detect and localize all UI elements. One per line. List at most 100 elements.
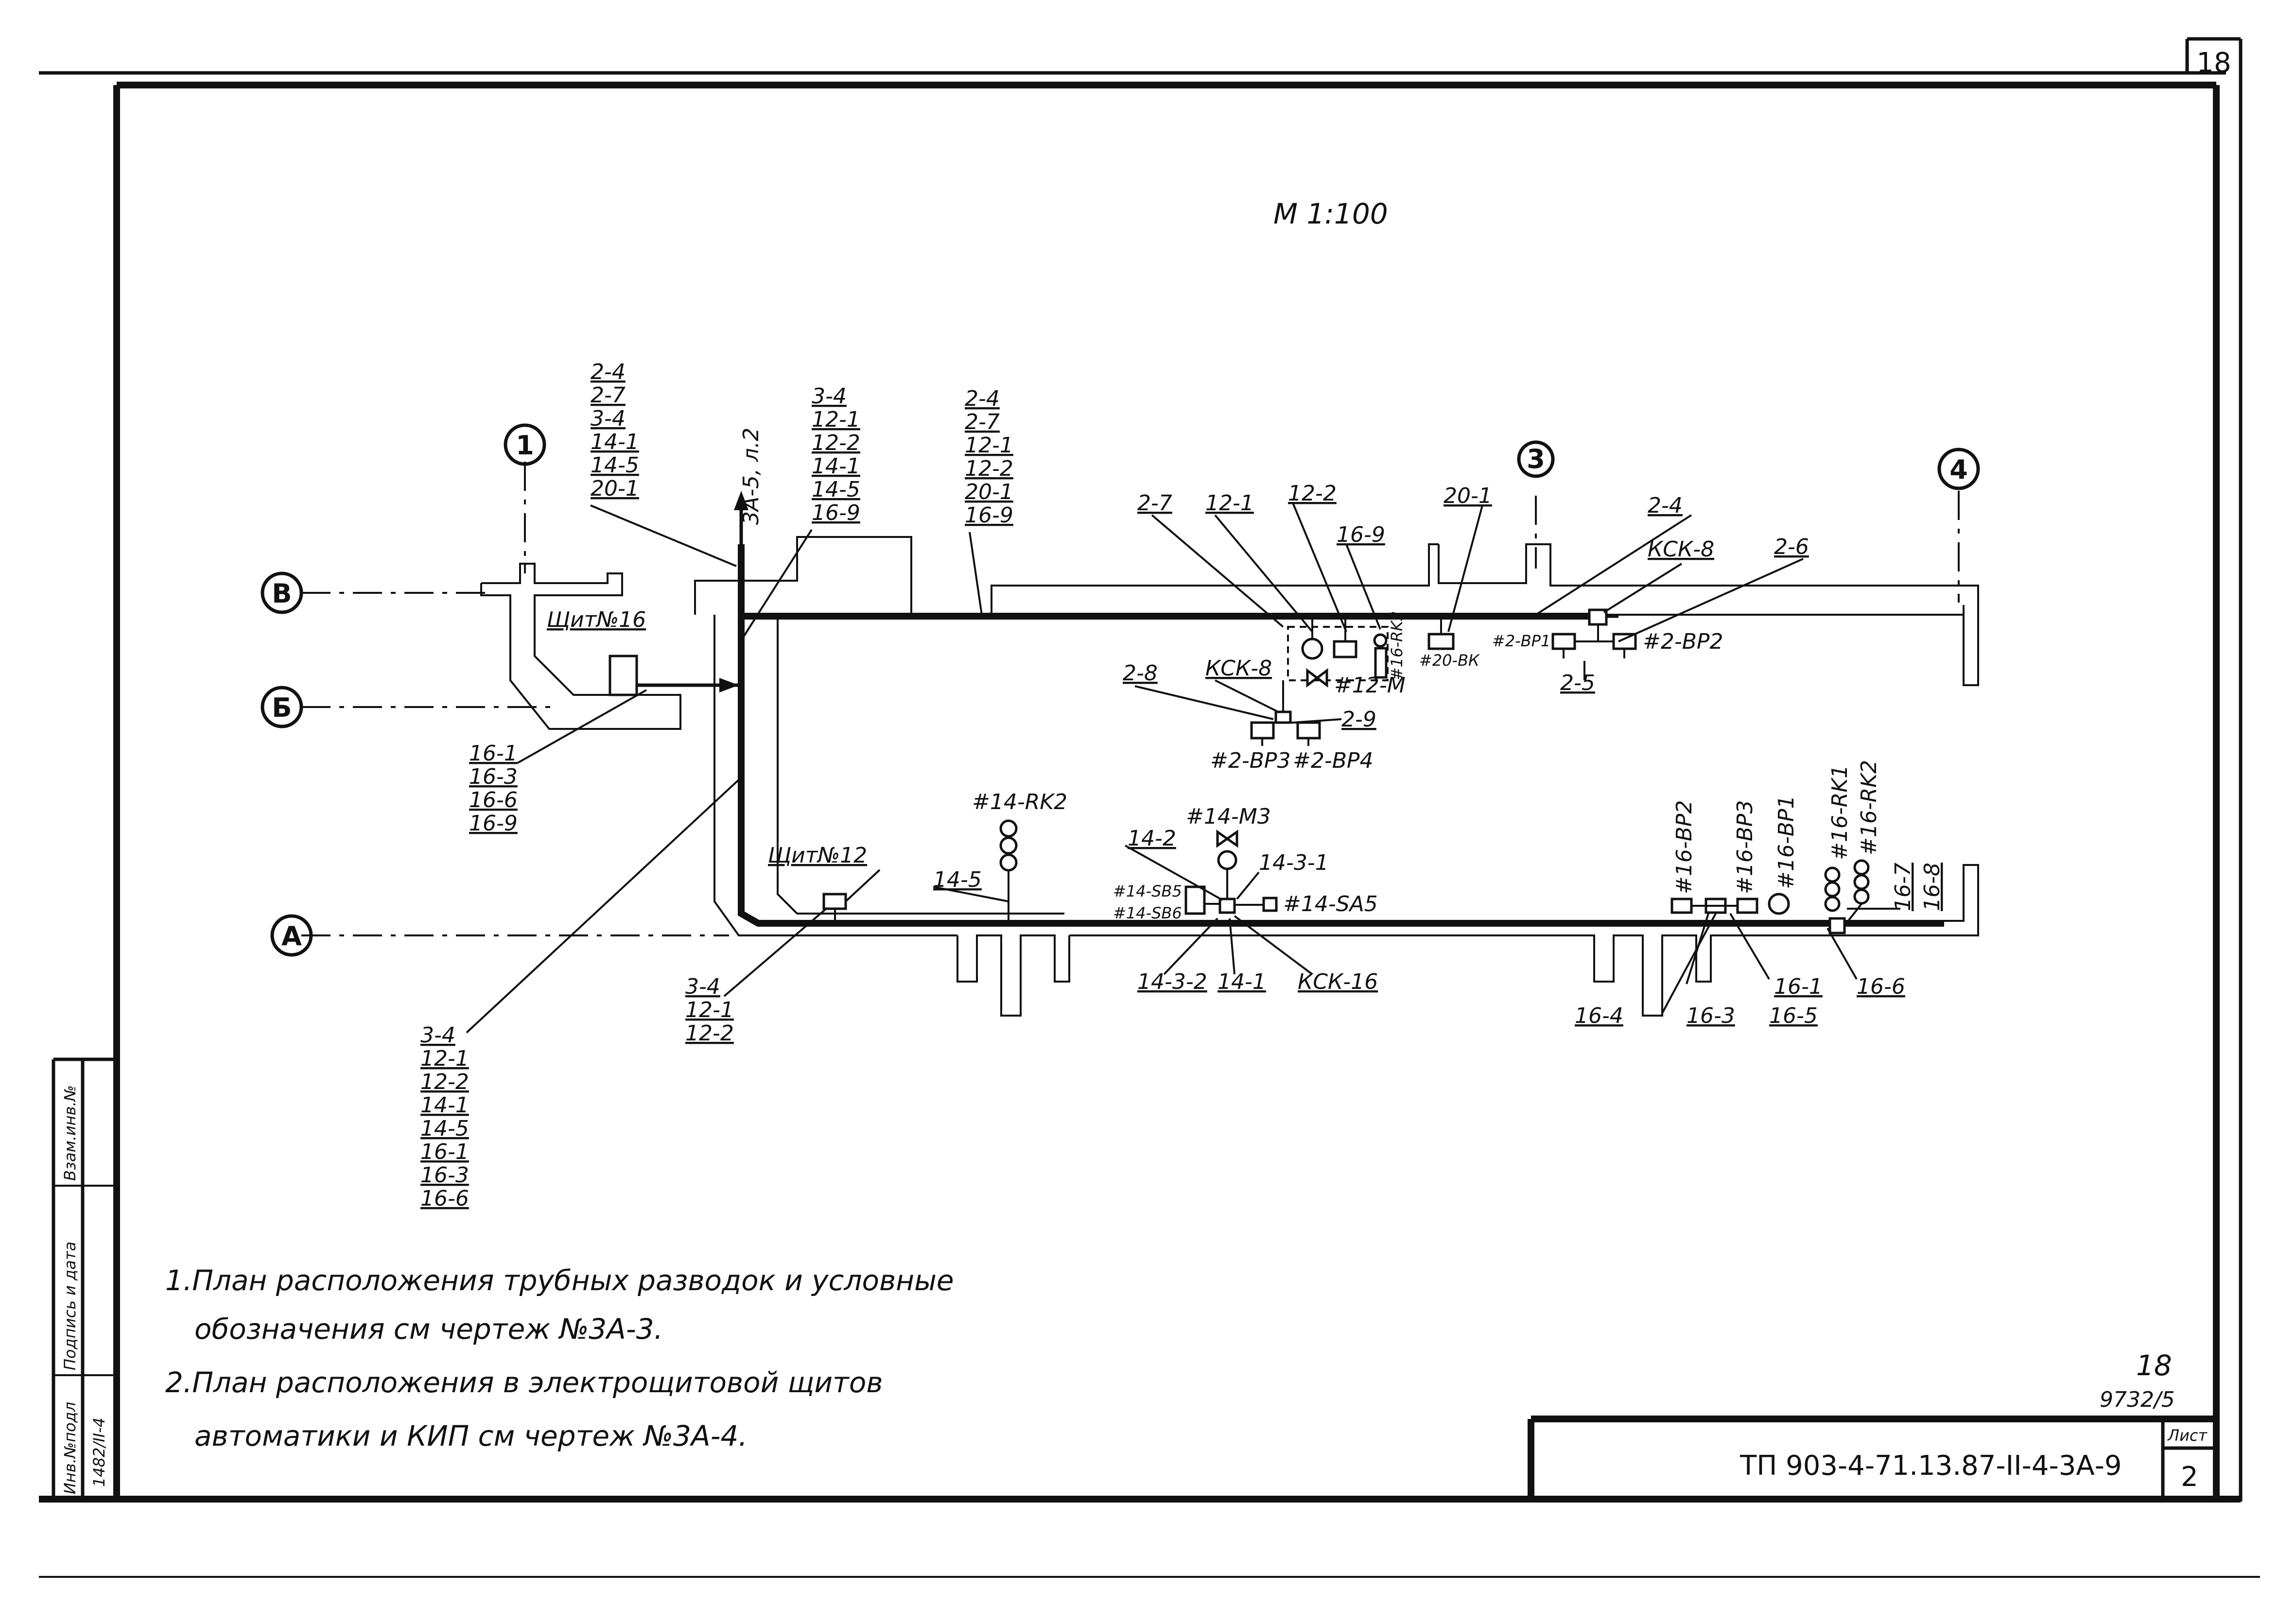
axis-v: В	[272, 578, 292, 609]
cluster-right-upper	[1535, 514, 1804, 680]
label-ksk-16: КСК-16	[1298, 969, 1378, 994]
bundle-b2-item: 12-1	[812, 407, 860, 432]
bundle-b2: 3-4 12-1 12-2 14-1 14-5 16-9	[743, 384, 860, 638]
axis-3: 3	[1527, 444, 1545, 474]
cluster-16	[1661, 859, 1900, 1014]
label-16bp2: #16-ВР2	[1672, 800, 1697, 894]
sheet-frame	[39, 37, 2260, 1578]
bundle-b3-item: 20-1	[965, 480, 1013, 504]
note-2-line-1: 2.План расположения в электрощитовой щит…	[165, 1366, 883, 1399]
bundle-b4-item: 16-6	[469, 788, 518, 812]
label-16-5: 16-5	[1769, 1003, 1818, 1028]
list-label: Лист	[2167, 1426, 2208, 1445]
bundle-b5-item: 12-2	[685, 1021, 734, 1046]
bundle-b4: 16-1 16-3 16-6 16-9	[469, 689, 647, 836]
label-16rk2: #16-RK2	[1857, 760, 1881, 855]
panel-12	[822, 893, 847, 921]
side-stamp	[52, 1057, 117, 1499]
label-ksk-8: КСК-8	[1205, 656, 1272, 681]
label-14-2: 14-2	[1128, 826, 1176, 851]
bundle-b6-item: 12-1	[420, 1046, 469, 1071]
bundle-b6-item: 16-1	[420, 1140, 469, 1164]
label-14-3-1: 14-3-1	[1259, 850, 1329, 875]
stamp-replace-label: Взам.инв.№	[61, 1085, 79, 1181]
label-2-6: 2-6	[1774, 535, 1809, 559]
label-16-4: 16-4	[1575, 1003, 1623, 1028]
bundle-b6-item: 14-1	[420, 1093, 469, 1118]
bundle-b4-item: 16-9	[469, 811, 518, 836]
label-2bp1: #2-ВР1	[1492, 632, 1550, 650]
label-2bp2: #2-ВР2	[1643, 629, 1723, 654]
list-number: 2	[2181, 1461, 2198, 1493]
label-16bp3: #16-ВР3	[1733, 800, 1757, 894]
bundle-b6-item: 14-5	[420, 1116, 469, 1141]
bundle-b5-item: 3-4	[685, 974, 720, 999]
label-2-5: 2-5	[1560, 671, 1595, 695]
axis-1: 1	[516, 430, 534, 461]
label-14sb5: #14-SB5	[1113, 882, 1182, 900]
bundle-b5: 3-4 12-1 12-2	[685, 869, 881, 1046]
bundle-b6-item: 16-6	[420, 1186, 469, 1211]
bundle-b1-item: 2-4	[591, 360, 626, 384]
label-16-7: 16-7	[1891, 863, 1915, 911]
bundle-b2-item: 16-9	[812, 501, 860, 525]
label-16-1: 16-1	[1774, 974, 1823, 999]
label-12-2: 12-2	[1288, 481, 1337, 506]
label-ksk-8-top: КСК-8	[1648, 537, 1714, 562]
axis-b: Б	[272, 692, 292, 723]
bundle-b2-item: 12-2	[812, 431, 860, 455]
bundle-b1-item: 14-5	[591, 453, 639, 478]
stamp-inv-value: 1482/II-4	[90, 1417, 108, 1487]
grid-axes	[301, 462, 1960, 936]
label-20bk: #20-ВК	[1419, 651, 1480, 670]
label-14sa5: #14-SA5	[1283, 892, 1378, 916]
label-2-9: 2-9	[1341, 707, 1376, 732]
label-14sb6: #14-SB6	[1113, 904, 1182, 922]
bundle-b4-item: 16-1	[469, 741, 518, 766]
bundle-b6-item: 16-3	[420, 1163, 469, 1188]
axis-4: 4	[1949, 454, 1968, 485]
riser-label: 3А-5, л.2	[739, 428, 764, 525]
axis-bubbles	[261, 423, 1980, 957]
bundle-b3-item: 2-7	[965, 410, 1000, 434]
bundle-b1-item: 2-7	[591, 383, 626, 408]
label-14rk2: #14-RK2	[972, 790, 1067, 814]
page-number: 18	[2136, 1349, 2172, 1382]
cluster-upper	[1134, 502, 1483, 746]
bundle-b2-item: 14-1	[812, 454, 860, 479]
drawing-code: ТП 903-4-71.13.87-II-4-3А-9	[1739, 1450, 2122, 1482]
bundle-b1-item: 14-1	[591, 430, 639, 454]
bundle-b6-item: 12-2	[420, 1070, 469, 1094]
bundle-b3-item: 2-4	[965, 386, 1000, 411]
bundle-b6-item: 3-4	[420, 1023, 455, 1048]
label-16-6: 16-6	[1857, 974, 1905, 999]
motor-icon	[1301, 638, 1323, 660]
note-2-line-2: автоматики и КИП см чертеж №3А-4.	[194, 1419, 748, 1452]
bundle-b3-item: 16-9	[965, 503, 1013, 528]
bundle-b3-item: 12-1	[965, 433, 1013, 458]
note-1-line-1: 1.План расположения трубных разводок и у…	[165, 1264, 954, 1297]
bundle-b1-item: 20-1	[591, 476, 639, 501]
panel-12-label: Щит№12	[768, 843, 867, 868]
label-16rk3: #16-RK3	[1388, 611, 1406, 680]
stamp-inv-label: Инв.№подл	[61, 1402, 79, 1494]
cable-routes	[738, 544, 1944, 927]
bundle-b2-item: 3-4	[812, 384, 847, 409]
bundle-b3-item: 12-2	[965, 456, 1013, 481]
label-2-8: 2-8	[1123, 661, 1158, 686]
label-2-4: 2-4	[1648, 493, 1683, 518]
panel-16-label: Щит№16	[547, 607, 646, 632]
label-16rk1: #16-RK1	[1827, 765, 1852, 860]
scale-label: М 1:100	[1273, 197, 1388, 230]
axis-a: А	[281, 921, 302, 951]
label-16bp1: #16-ВР1	[1774, 795, 1799, 889]
label-14m3: #14-М3	[1186, 804, 1271, 829]
note-1-line-2: обозначения см чертеж №3А-3.	[194, 1313, 663, 1346]
building-walls	[480, 536, 1979, 1017]
bundle-b5-item: 12-1	[685, 998, 734, 1022]
bundle-b2-item: 14-5	[812, 477, 860, 502]
label-2bp4: #2-ВР4	[1293, 748, 1373, 773]
label-14-3-2: 14-3-2	[1137, 969, 1207, 994]
title-block	[1528, 1416, 2216, 1499]
